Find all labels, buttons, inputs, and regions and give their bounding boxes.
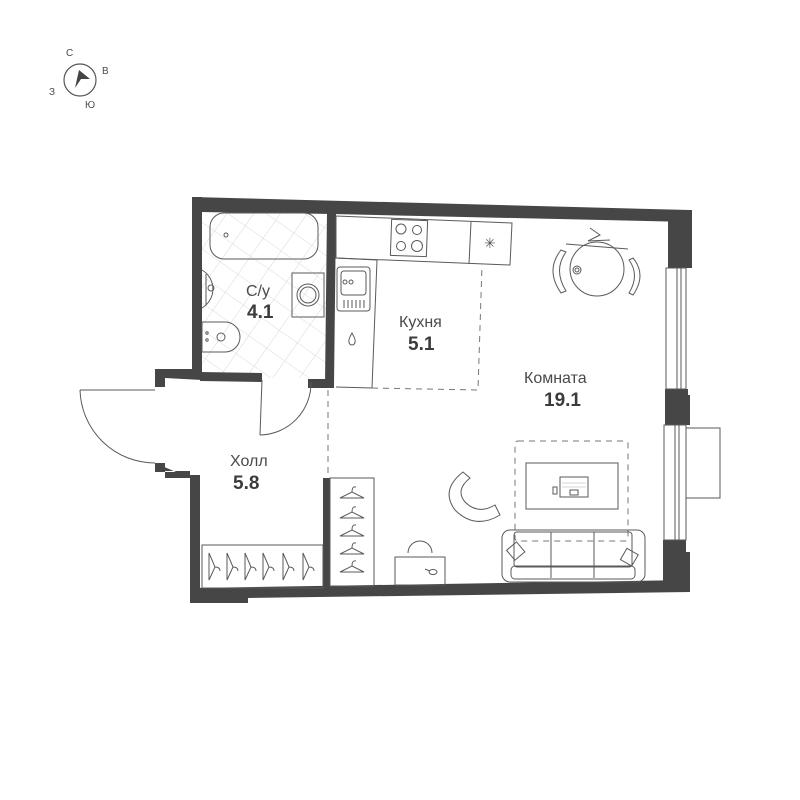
water-drop-icon [348,331,356,346]
wall-top [192,197,690,222]
room-area-hall: 5.8 [233,473,259,494]
kitchen-zone-boundary [371,264,483,391]
coffee-table [525,462,619,510]
bathroom-door-leaf [259,379,263,436]
room-name-hall: Холл [230,453,268,470]
laptop-icon [559,476,589,498]
wall-right-pier [665,389,690,425]
room-area-living: 19.1 [544,390,581,411]
room-area-bathroom: 4.1 [247,302,274,323]
compass-west: З [49,87,55,98]
room-name-living: Комната [524,370,587,387]
bathtub-icon [209,212,319,260]
wall-bathroom-bottom [200,372,262,382]
kitchen-fixtures: ✳ [335,215,513,391]
chair-right-icon [628,257,641,296]
sofa-icon [501,529,646,583]
compass: С В Ю З [49,48,109,111]
compass-east: В [102,66,109,77]
kitchen-counter-top [335,215,513,266]
compass-north: С [66,48,73,59]
lamp-cord [565,227,629,250]
wall-hall-left-vertical [190,475,200,600]
wall-corner-bottom-right [663,540,690,592]
toilet-icon [201,321,241,353]
kitchen-sink-icon [336,266,371,312]
wall-hall-notch [155,463,190,478]
hanger-icons-horizontal [208,552,315,581]
wall-bottom [190,580,690,603]
rug-zone [514,440,629,542]
north-arrow-icon [75,70,90,88]
bathroom-tiles [202,210,328,378]
wall-corner-top-right [668,210,692,268]
bathroom-door-swing [259,381,312,436]
compass-south: Ю [85,100,95,111]
armchair-icon [448,471,501,522]
fridge-icon: ✳ [484,236,496,252]
cushion-left-icon [505,541,526,561]
living-fixtures [394,227,646,586]
dining-table-icon [569,241,625,297]
washing-machine-icon [291,272,325,318]
window-upper [665,267,687,390]
room-name-kitchen: Кухня [399,314,442,331]
compass-ring [63,63,97,97]
cushion-right-icon [619,547,639,567]
wall-bathroom-kitchen [325,212,336,385]
cooktop-icon [389,218,429,258]
kitchen-counter-left [335,257,378,389]
wardrobe-hall-box [201,544,324,589]
phone-icon [552,486,558,495]
hanger-icons-vertical [339,486,365,573]
entry-door-swing [79,389,156,464]
balcony-door [685,427,721,499]
pouf-icon [407,540,433,554]
room-name-bathroom: С/у [246,283,270,300]
wall-hall-top [155,369,202,387]
wall-bathroom-bottom-right [308,379,334,388]
room-area-kitchen: 5.1 [408,334,435,355]
hall-fixtures [79,379,329,589]
walls [155,197,692,603]
wall-wardrobe-partition [323,478,330,590]
windows [663,267,721,541]
key-icon [428,569,438,575]
chair-left-icon [552,249,567,294]
bathroom-fixtures [201,212,325,353]
wall-bathroom-left [192,197,202,372]
wardrobe-living [329,477,375,587]
cabinet-icon [394,556,446,586]
wardrobe-living-box [329,477,375,587]
